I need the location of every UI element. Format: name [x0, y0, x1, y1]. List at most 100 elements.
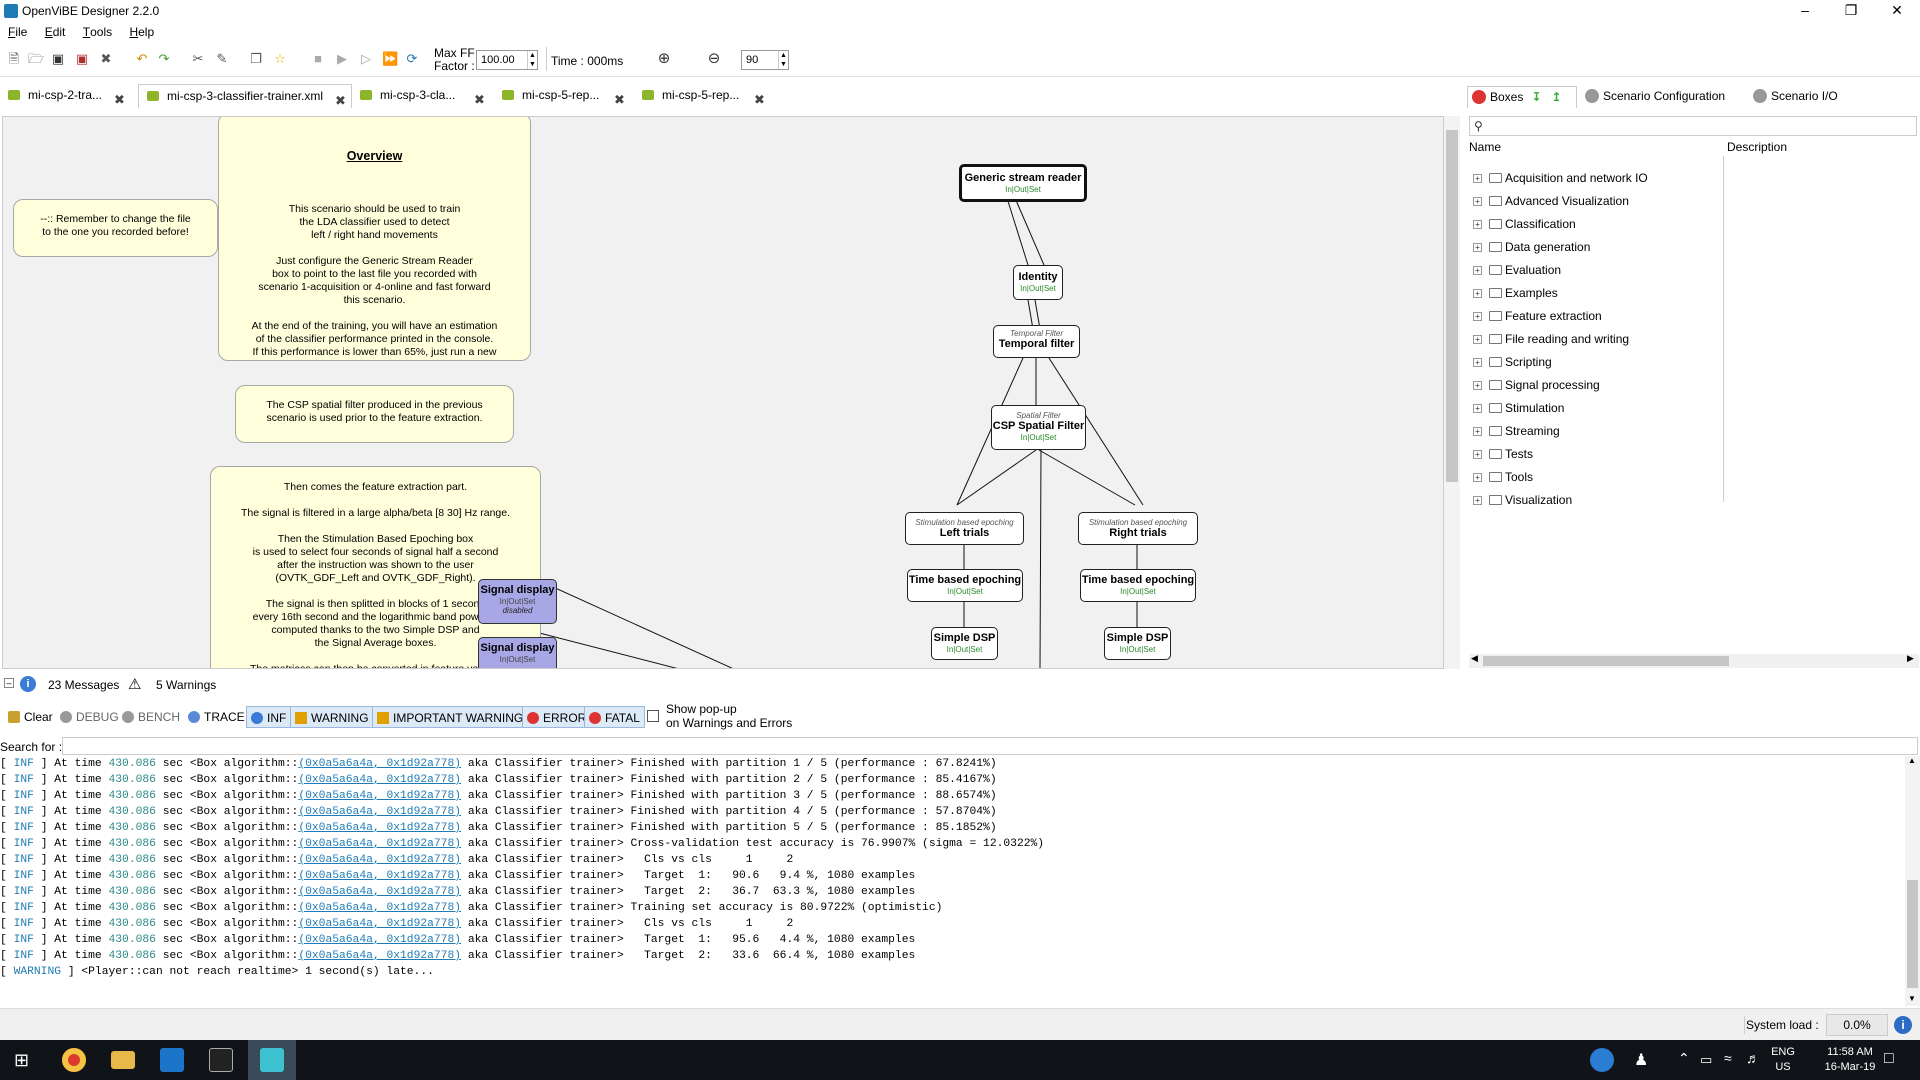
upload-arrow-icon[interactable]: ↥ — [1551, 90, 1562, 104]
box-search-input[interactable]: ⚲ — [1469, 116, 1917, 136]
expand-icon[interactable]: + — [1473, 450, 1482, 459]
minimize-button[interactable]: – — [1801, 2, 1809, 18]
download-arrow-icon[interactable]: ↧ — [1531, 90, 1542, 104]
tree-item[interactable]: +Stimulation — [1469, 397, 1564, 419]
expand-icon[interactable]: + — [1473, 289, 1482, 298]
box-signal-display[interactable]: Signal display In|Out|Set — [478, 637, 557, 668]
close-scenario-icon[interactable]: ✖ — [100, 51, 112, 66]
note-overview[interactable]: Overview This scenario should be used to… — [218, 117, 531, 361]
menu-file[interactable]: File — [8, 25, 28, 39]
note-remember[interactable]: --:: Remember to change the file to the … — [13, 199, 218, 257]
new-file-icon[interactable]: 🗎 — [8, 51, 20, 66]
box-generic-stream-reader[interactable]: Generic stream reader In|Out|Set — [959, 164, 1087, 202]
expand-icon[interactable]: + — [1473, 358, 1482, 367]
note-csp[interactable]: The CSP spatial filter produced in the p… — [235, 385, 514, 443]
filter-debug[interactable]: DEBUG — [56, 706, 123, 728]
console-log[interactable]: [ INF ] At time 430.086 sec <Box algorit… — [0, 756, 1905, 1006]
column-name[interactable]: Name — [1469, 140, 1502, 154]
zoom-spinbox[interactable]: 90▲▼ — [741, 50, 789, 70]
help-icon[interactable] — [1590, 1048, 1614, 1072]
tree-horizontal-scrollbar[interactable]: ◀▶ — [1469, 653, 1919, 668]
expand-icon[interactable]: + — [1473, 404, 1482, 413]
cut-icon[interactable]: ✂ — [192, 51, 204, 66]
expand-icon[interactable]: + — [1473, 427, 1482, 436]
zoom-out-icon[interactable]: ⊖ — [707, 50, 721, 67]
scrollbar-thumb[interactable] — [1483, 656, 1729, 666]
expand-icon[interactable]: + — [1473, 243, 1482, 252]
filter-trace[interactable]: TRACE — [184, 706, 249, 728]
expand-icon[interactable]: + — [1473, 266, 1482, 275]
expand-icon[interactable]: + — [1473, 381, 1482, 390]
tree-item[interactable]: +Tests — [1469, 443, 1533, 465]
column-description[interactable]: Description — [1727, 140, 1788, 154]
filter-important-warning[interactable]: IMPORTANT WARNING — [372, 706, 529, 728]
tree-item[interactable]: +Data generation — [1469, 236, 1590, 258]
close-tab-icon[interactable]: ✖ — [474, 92, 485, 107]
tree-item[interactable]: +Examples — [1469, 282, 1558, 304]
file-explorer-icon[interactable] — [111, 1051, 135, 1069]
scenario-canvas[interactable]: --:: Remember to change the file to the … — [2, 116, 1444, 669]
tree-item[interactable]: +Advanced Visualization — [1469, 190, 1629, 212]
scroll-up-icon[interactable]: ▲ — [1908, 756, 1916, 765]
tab-boxes[interactable]: Boxes↧↥ — [1467, 86, 1577, 108]
box-left-trials[interactable]: Stimulation based epoching Left trials — [905, 512, 1024, 545]
scrollbar-thumb[interactable] — [1446, 130, 1458, 482]
redo-icon[interactable]: ↷ — [158, 51, 170, 66]
close-tab-icon[interactable]: ✖ — [754, 92, 765, 107]
play-icon[interactable]: ▷ — [361, 51, 371, 66]
canvas-vertical-scrollbar[interactable] — [1444, 116, 1460, 669]
max-ff-spinbox[interactable]: 100.00▲▼ — [476, 50, 538, 70]
copy-icon[interactable]: ❐ — [250, 51, 262, 66]
tab-scenario-3[interactable]: mi-csp-3-cla...✖ — [352, 84, 493, 108]
terminal-icon[interactable] — [209, 1048, 233, 1072]
save-as-icon[interactable]: ▣ — [75, 51, 89, 66]
chrome-icon[interactable] — [62, 1048, 86, 1072]
openvibe-taskbar-icon[interactable] — [260, 1048, 284, 1072]
box-right-trials[interactable]: Stimulation based epoching Right trials — [1078, 512, 1198, 545]
battery-icon[interactable]: ▭ — [1700, 1052, 1713, 1067]
clock-time[interactable]: 11:58 AM — [1827, 1046, 1873, 1058]
tree-item[interactable]: +Acquisition and network IO — [1469, 167, 1648, 189]
expand-icon[interactable]: + — [1473, 473, 1482, 482]
about-info-icon[interactable]: i — [1894, 1016, 1912, 1034]
tree-item[interactable]: +File reading and writing — [1469, 328, 1629, 350]
close-window-button[interactable]: ✕ — [1891, 2, 1903, 18]
wifi-icon[interactable]: ≈ — [1724, 1050, 1732, 1066]
tree-item[interactable]: +Signal processing — [1469, 374, 1600, 396]
expand-icon[interactable]: + — [1473, 220, 1482, 229]
tab-scenario-2[interactable]: mi-csp-3-classifier-trainer.xml✖ — [138, 84, 352, 108]
volume-icon[interactable]: ♬ — [1746, 1050, 1760, 1066]
tree-item[interactable]: +Streaming — [1469, 420, 1560, 442]
tree-item[interactable]: +Tools — [1469, 466, 1533, 488]
stop-icon[interactable]: ■ — [314, 51, 322, 66]
windows-start-icon[interactable]: ⊞ — [14, 1050, 30, 1070]
menu-help[interactable]: Help — [129, 25, 155, 39]
star-icon[interactable]: ☆ — [274, 51, 286, 66]
filter-info[interactable]: INF — [246, 706, 292, 728]
collapse-console-icon[interactable]: – — [4, 678, 14, 688]
box-simple-dsp-left[interactable]: Simple DSP In|Out|Set — [931, 627, 998, 660]
edit-comment-icon[interactable]: ✎ — [216, 51, 228, 66]
show-hidden-icons-icon[interactable]: ⌃ — [1678, 1050, 1690, 1066]
tab-scenario-4[interactable]: mi-csp-5-rep...✖ — [494, 84, 634, 108]
undo-icon[interactable]: ↶ — [136, 51, 148, 66]
menu-edit[interactable]: Edit — [44, 25, 66, 39]
filter-fatal[interactable]: FATAL — [584, 706, 645, 728]
filter-bench[interactable]: BENCH — [118, 706, 184, 728]
tree-item[interactable]: +Scripting — [1469, 351, 1552, 373]
tree-item[interactable]: +Evaluation — [1469, 259, 1561, 281]
maximize-button[interactable]: ❐ — [1844, 2, 1858, 18]
scroll-left-icon[interactable]: ◀ — [1471, 653, 1478, 663]
notifications-icon[interactable]: □ — [1884, 1050, 1894, 1067]
scroll-right-icon[interactable]: ▶ — [1907, 653, 1914, 663]
fast-forward-icon[interactable]: ⏩ — [382, 51, 399, 66]
box-temporal-filter[interactable]: Temporal Filter Temporal filter — [993, 325, 1080, 358]
note-feature-extraction[interactable]: Then comes the feature extraction part. … — [210, 466, 541, 668]
filter-warning[interactable]: WARNING — [290, 706, 374, 728]
scrollbar-thumb[interactable] — [1907, 880, 1918, 988]
open-folder-icon[interactable]: 🗁 — [28, 51, 45, 66]
tree-item[interactable]: +Feature extraction — [1469, 305, 1602, 327]
expand-icon[interactable]: + — [1473, 496, 1482, 505]
clear-button[interactable]: Clear — [4, 706, 57, 728]
refresh-icon[interactable]: ⟳ — [406, 51, 418, 66]
